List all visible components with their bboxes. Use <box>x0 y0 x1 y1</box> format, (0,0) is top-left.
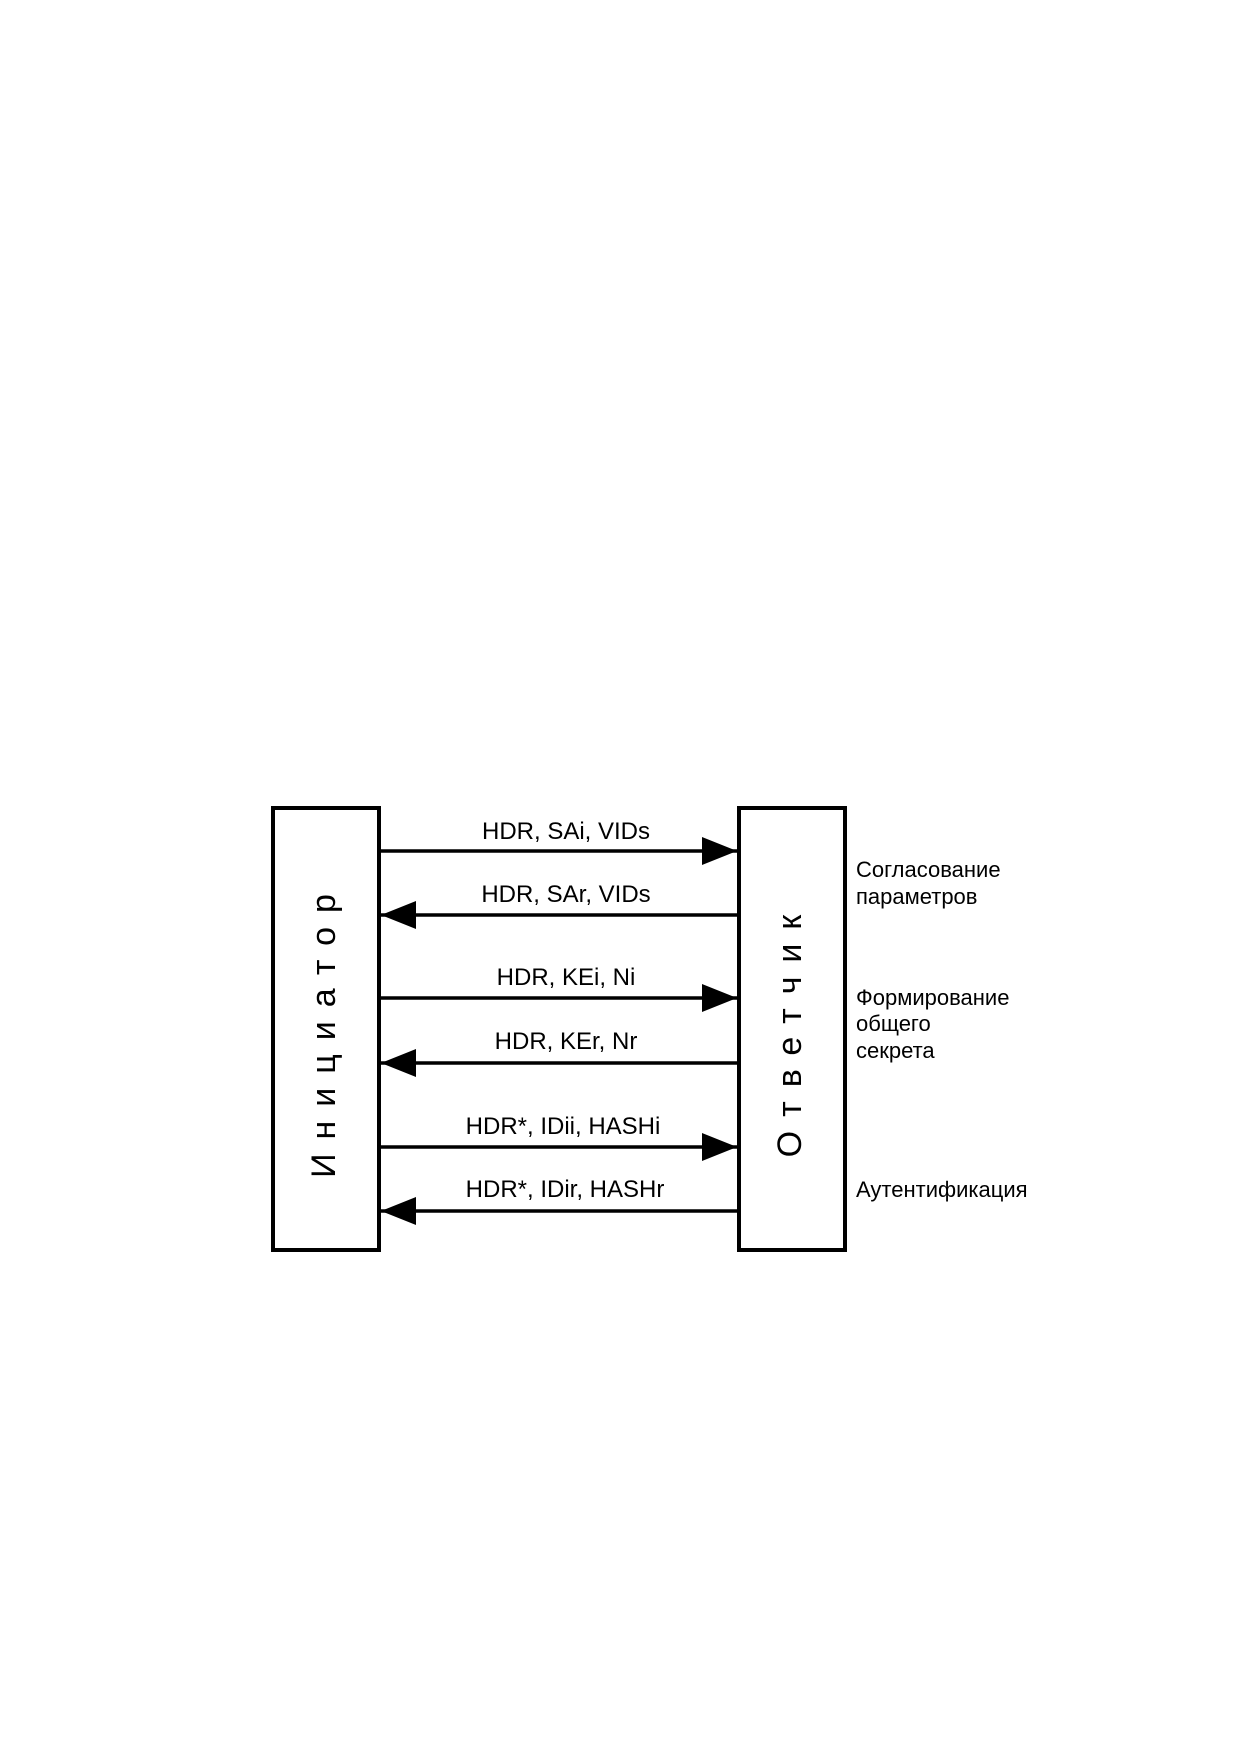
phase-label-line: Аутентификация <box>856 1177 1028 1202</box>
message-2: HDR, SAr, VIDs <box>381 881 737 929</box>
phase-label-line: Формирование <box>856 985 1009 1010</box>
message-5: HDR*, IDii, HASHi <box>381 1113 737 1161</box>
message-label: HDR, SAr, VIDs <box>481 881 650 908</box>
phase-label-line: секрета <box>856 1038 935 1063</box>
message-3: HDR, KEi, Ni <box>381 964 737 1012</box>
phase-label-line: параметров <box>856 884 977 909</box>
message-label: HDR*, IDii, HASHi <box>466 1113 661 1140</box>
initiator-label: Инициатор <box>305 880 343 1178</box>
message-6: HDR*, IDir, HASHr <box>381 1176 737 1225</box>
phase-shared-secret: Формирование общего секрета <box>856 985 1009 1063</box>
phase-negotiation: Согласование параметров <box>856 857 1001 909</box>
initiator-box: Инициатор <box>271 806 381 1252</box>
message-label: HDR, SAi, VIDs <box>482 818 650 845</box>
message-label: HDR*, IDir, HASHr <box>466 1176 665 1203</box>
responder-box: Ответчик <box>737 806 847 1252</box>
message-label: HDR, KEr, Nr <box>495 1028 638 1055</box>
message-4: HDR, KEr, Nr <box>381 1028 737 1077</box>
message-label: HDR, KEi, Ni <box>497 964 636 991</box>
responder-label: Ответчик <box>771 901 809 1158</box>
phase-label-line: Согласование <box>856 857 1001 882</box>
phase-authentication: Аутентификация <box>856 1177 1028 1202</box>
message-1: HDR, SAi, VIDs <box>381 818 737 865</box>
phase-label-line: общего <box>856 1011 931 1036</box>
